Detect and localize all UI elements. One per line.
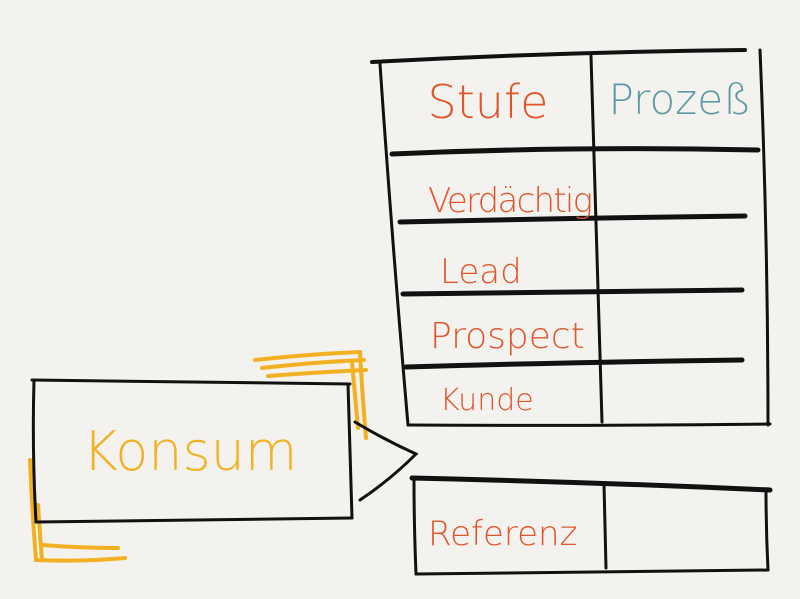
row-stage-label: Lead [440, 252, 522, 292]
stage-table-grid [370, 48, 772, 427]
konsum-box-outline [30, 378, 419, 524]
reference-stage-label: Referenz [428, 514, 577, 554]
konsum-shadow-strokes [28, 350, 368, 563]
row-stage-label: Prospect [430, 316, 585, 357]
header-process-label: Prozeß [609, 75, 752, 124]
konsum-label: Konsum [83, 420, 298, 483]
row-stage-label: Kunde [440, 383, 534, 418]
reference-table-grid [409, 475, 773, 576]
row-stage-label: Verdächtig [428, 181, 593, 221]
header-stage-label: Stufe [428, 75, 549, 129]
